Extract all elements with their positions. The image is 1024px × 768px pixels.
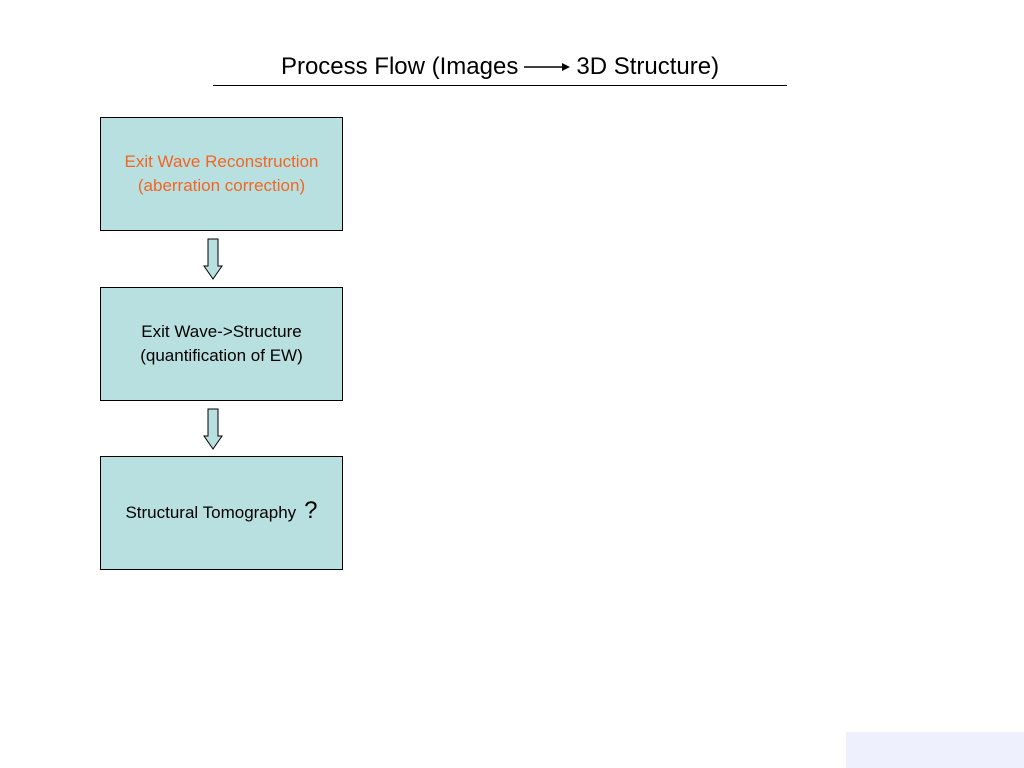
step-box-exit-wave-reconstruction: Exit Wave Reconstruction (aberration cor… <box>100 117 343 231</box>
step-3-line-1: Structural Tomography <box>125 503 297 522</box>
step-2-line-1: Exit Wave->Structure <box>141 322 302 341</box>
right-arrow-icon <box>524 63 571 71</box>
step-box-exit-wave-structure: Exit Wave->Structure (quantification of … <box>100 287 343 401</box>
question-mark: ? <box>304 497 318 524</box>
title-left-text: Process Flow (Images <box>280 53 519 80</box>
down-arrow-icon <box>203 408 223 450</box>
step-1-line-2: (aberration correction) <box>137 176 306 195</box>
step-1-line-1: Exit Wave Reconstruction <box>124 152 319 171</box>
corner-decoration <box>846 732 1024 768</box>
title-right-text: 3D Structure) <box>576 53 720 80</box>
title-underline <box>213 85 787 86</box>
step-3-row: Structural Tomography ? <box>125 497 318 525</box>
slide-title: Process Flow (Images 3D Structure) <box>213 50 787 84</box>
down-arrow-icon <box>203 238 223 280</box>
step-2-line-2: (quantification of EW) <box>140 346 303 365</box>
step-box-structural-tomography: Structural Tomography ? <box>100 456 343 570</box>
